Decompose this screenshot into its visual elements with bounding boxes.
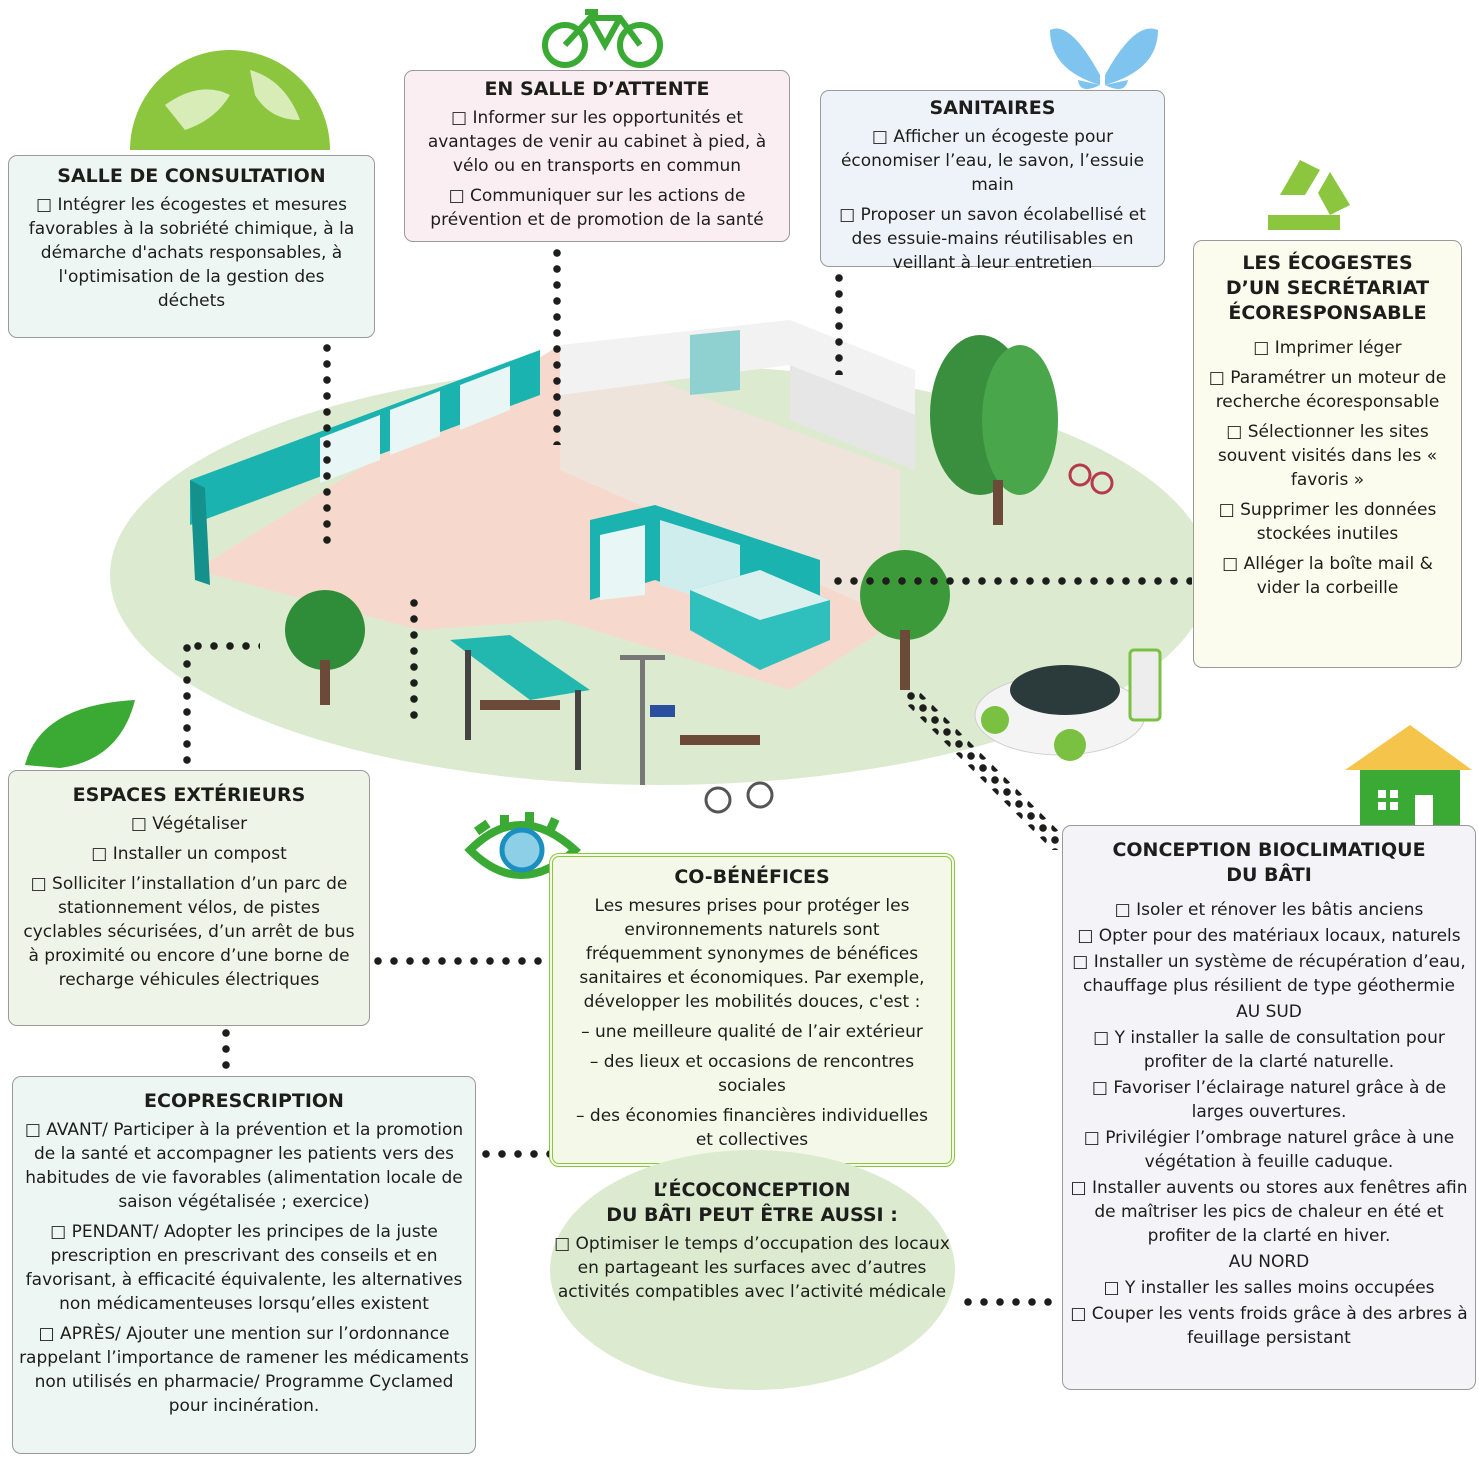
secretariat-item: □ Paramétrer un moteur de recherche écor… <box>1208 368 1447 412</box>
co-benefices-item: – des lieux et occasions de rencontres s… <box>589 1052 915 1096</box>
bioclimatique-heading-sud: AU SUD <box>1236 1002 1302 1022</box>
secretariat-title-line: ÉCORESPONSABLE <box>1228 302 1427 324</box>
ecoconception-title-line: L’ÉCOCONCEPTION <box>653 1179 851 1201</box>
leaf-icon <box>25 700 135 768</box>
connector-cobenefices-left <box>370 957 550 965</box>
sanitaires-box: SANITAIRES □ Afficher un écogeste pour é… <box>820 90 1165 273</box>
connector-sanitaires <box>835 270 843 375</box>
ecoprescription-item: □ APRÈS/ Ajouter une mention sur l’ordon… <box>19 1324 469 1416</box>
salle-consultation-item: □ Intégrer les écogestes et mesures favo… <box>28 195 355 311</box>
bioclimatique-line: □ Favoriser l’éclairage naturel grâce à … <box>1091 1078 1447 1122</box>
ecoconception-text: L’ÉCOCONCEPTION DU BÂTI PEUT ÊTRE AUSSI … <box>552 1178 952 1304</box>
connector-exterieurs <box>183 640 191 765</box>
espaces-exterieurs-item: □ Végétaliser <box>130 814 248 834</box>
salle-attente-item: □ Communiquer sur les actions de prévent… <box>430 186 764 230</box>
salle-consultation-box: SALLE DE CONSULTATION □ Intégrer les éco… <box>8 155 375 338</box>
secretariat-box: LES ÉCOGESTES D’UN SECRÉTARIAT ÉCORESPON… <box>1193 240 1462 668</box>
secretariat-item: □ Alléger la boîte mail & vider la corbe… <box>1222 554 1433 598</box>
connector-attente <box>553 245 561 445</box>
bioclimatique-heading-nord: AU NORD <box>1228 1252 1310 1272</box>
bioclimatique-line: □ Opter pour des matériaux locaux, natur… <box>1077 926 1461 946</box>
ecoconception-title-line: DU BÂTI PEUT ÊTRE AUSSI : <box>606 1204 898 1226</box>
tree-left <box>285 590 365 670</box>
bioclimatique-line: □ Y installer la salle de consultation p… <box>1093 1028 1445 1072</box>
connector-secretariat <box>830 577 1192 585</box>
bioclimatique-title-line: CONCEPTION BIOCLIMATIQUE <box>1112 839 1426 861</box>
butterfly-icon <box>1050 28 1158 89</box>
espaces-exterieurs-item: □ Solliciter l’installation d’un parc de… <box>23 874 355 990</box>
bioclimatique-box: CONCEPTION BIOCLIMATIQUE DU BÂTI □ Isole… <box>1062 825 1476 1390</box>
co-benefices-intro: Les mesures prises pour protéger les env… <box>579 896 925 1012</box>
bioclimatique-line: □ Y installer les salles moins occupées <box>1103 1278 1435 1298</box>
recycle-icon <box>1268 160 1350 230</box>
ecoprescription-item: □ AVANT/ Participer à la prévention et l… <box>24 1120 464 1212</box>
bioclimatique-title-line: DU BÂTI <box>1226 864 1312 886</box>
connector-consultation <box>323 340 331 550</box>
salle-attente-box: EN SALLE D’ATTENTE □ Informer sur les op… <box>404 70 790 242</box>
eye-icon <box>464 812 581 879</box>
secretariat-item: □ Supprimer les données stockées inutile… <box>1218 500 1437 544</box>
co-benefices-box: CO-BÉNÉFICES Les mesures prises pour pro… <box>549 853 955 1167</box>
house-icon <box>1345 725 1472 830</box>
ecoprescription-item: □ PENDANT/ Adopter les principes de la j… <box>25 1222 463 1314</box>
bioclimatique-line: □ Installer un système de récupération d… <box>1072 952 1466 996</box>
salle-attente-title: EN SALLE D’ATTENTE <box>484 78 710 100</box>
espaces-exterieurs-box: ESPACES EXTÉRIEURS □ Végétaliser □ Insta… <box>8 770 370 1026</box>
co-benefices-item: – une meilleure qualité de l’air extérie… <box>581 1022 923 1042</box>
espaces-exterieurs-title: ESPACES EXTÉRIEURS <box>72 784 306 806</box>
secretariat-item: □ Sélectionner les sites souvent visités… <box>1217 422 1438 490</box>
secretariat-item: □ Imprimer léger <box>1253 338 1402 358</box>
bioclimatique-line: □ Privilégier l’ombrage naturel grâce à … <box>1083 1128 1455 1172</box>
ecoprescription-title: ECOPRESCRIPTION <box>144 1090 344 1112</box>
bicycle-icon <box>542 9 663 68</box>
co-benefices-item: – des économies financières individuelle… <box>576 1106 928 1150</box>
sanitaires-item: □ Proposer un savon écolabellisé et des … <box>839 205 1146 273</box>
sanitaires-item: □ Afficher un écogeste pour économiser l… <box>840 127 1145 195</box>
salle-consultation-title: SALLE DE CONSULTATION <box>57 165 326 187</box>
bioclimatique-line: □ Couper les vents froids grâce à des ar… <box>1070 1304 1468 1348</box>
connector-ecoconception <box>960 1298 1060 1306</box>
bus-shelter <box>450 635 590 700</box>
bioclimatique-line: □ Installer auvents ou stores aux fenêtr… <box>1070 1178 1468 1246</box>
connector-ecoprescription <box>410 595 418 720</box>
ecoprescription-box: ECOPRESCRIPTION □ AVANT/ Participer à la… <box>12 1076 476 1454</box>
bioclimatique-line: □ Isoler et rénover les bâtis anciens <box>1114 900 1424 920</box>
globe-icon <box>130 50 330 150</box>
charging-station <box>1128 648 1162 722</box>
espaces-exterieurs-item: □ Installer un compost <box>91 844 287 864</box>
secretariat-title-line: LES ÉCOGESTES <box>1242 252 1413 274</box>
tree-center <box>860 550 950 640</box>
sanitaires-title: SANITAIRES <box>929 97 1056 119</box>
secretariat-title-line: D’UN SECRÉTARIAT <box>1225 277 1430 299</box>
bike-icon-small <box>1068 463 1092 487</box>
salle-attente-item: □ Informer sur les opportunités et avant… <box>427 108 767 176</box>
ecoconception-oval <box>550 1150 955 1390</box>
co-benefices-title: CO-BÉNÉFICES <box>674 866 830 888</box>
ecoconception-item: □ Optimiser le temps d’occupation des lo… <box>554 1234 950 1302</box>
